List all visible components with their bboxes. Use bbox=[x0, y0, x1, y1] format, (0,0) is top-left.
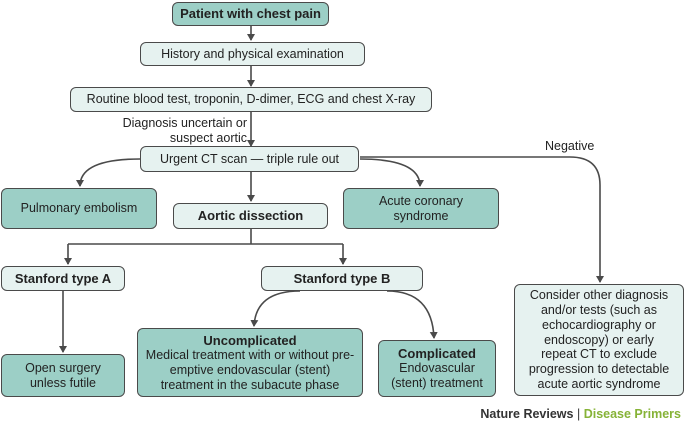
node-open-surgery: Open surgery unless futile bbox=[1, 354, 125, 397]
label-negative: Negative bbox=[545, 139, 595, 153]
footer-series: Disease Primers bbox=[583, 407, 681, 421]
node-stanford-type-a: Stanford type A bbox=[1, 266, 125, 291]
node-uncomplicated: Uncomplicated Medical treatment with or … bbox=[137, 328, 363, 397]
node-aortic-dissection: Aortic dissection bbox=[173, 203, 328, 229]
node-consider-other: Consider other diagnosis and/or tests (s… bbox=[514, 284, 684, 396]
node-pulmonary-embolism: Pulmonary embolism bbox=[1, 188, 157, 229]
node-patient: Patient with chest pain bbox=[172, 2, 329, 26]
node-ct-scan: Urgent CT scan — triple rule out bbox=[140, 146, 359, 172]
arrow-ct-consider bbox=[360, 156, 604, 283]
arrow-ct-pulmonary bbox=[76, 158, 141, 187]
arrow-b-complicated bbox=[386, 290, 438, 339]
arrow-ct-acs bbox=[359, 158, 424, 187]
complicated-body: Endovascular (stent) treatment bbox=[391, 361, 483, 391]
footer-separator: | bbox=[576, 407, 581, 421]
uncomplicated-body: Medical treatment with or without pre-em… bbox=[145, 348, 355, 392]
node-acute-coronary-syndrome: Acute coronary syndrome bbox=[343, 188, 499, 229]
arrow-b-uncomplicated bbox=[250, 290, 301, 327]
node-stanford-type-b: Stanford type B bbox=[261, 266, 423, 291]
arrow-aortic-split bbox=[67, 229, 344, 264]
node-history: History and physical examination bbox=[140, 42, 365, 66]
complicated-title: Complicated bbox=[397, 346, 476, 362]
footer-journal: Nature Reviews bbox=[480, 407, 574, 421]
uncomplicated-title: Uncomplicated bbox=[203, 332, 297, 348]
footer-credit: Nature Reviews | Disease Primers bbox=[480, 407, 681, 421]
node-complicated: Complicated Endovascular (stent) treatme… bbox=[378, 340, 496, 397]
node-routine: Routine blood test, troponin, D-dimer, E… bbox=[70, 87, 432, 112]
